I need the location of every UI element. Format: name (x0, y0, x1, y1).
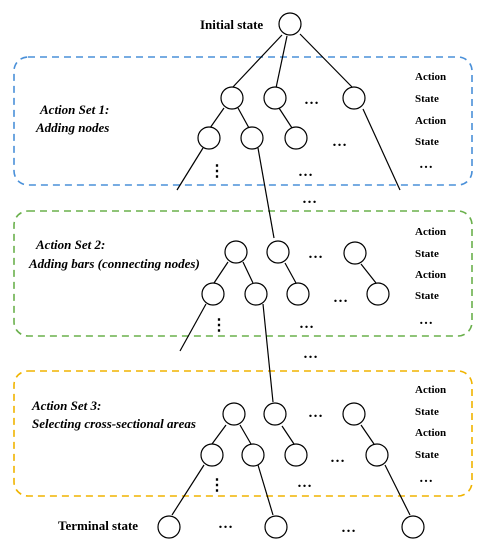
side-label-action: Action (415, 115, 446, 127)
ellipsis: … (341, 520, 356, 536)
ellipsis: … (302, 191, 317, 207)
tree-node (365, 443, 389, 467)
terminal-state-label: Terminal state (58, 518, 138, 533)
action-set-1-title: Action Set 1: (39, 102, 109, 117)
tree-node (244, 282, 268, 306)
side-label-state: State (415, 248, 439, 260)
side-label-ellipsis: … (419, 471, 433, 486)
ellipsis: … (297, 475, 312, 491)
ellipsis: … (218, 516, 233, 532)
vdots: ⋮ (211, 317, 227, 334)
action-set-1-subtitle: Adding nodes (35, 120, 109, 135)
side-label-state: State (415, 406, 439, 418)
side-label-state: State (415, 290, 439, 302)
tree-node (342, 86, 366, 110)
ellipsis: … (299, 316, 314, 332)
ellipsis: … (332, 134, 347, 150)
tree-node (263, 86, 287, 110)
side-label-action: Action (415, 427, 446, 439)
tree-node (284, 126, 308, 150)
side-label-ellipsis: … (419, 313, 433, 328)
tree-node (241, 443, 265, 467)
ellipsis: … (308, 246, 323, 262)
ellipsis: … (308, 405, 323, 421)
action-set-2-subtitle: Adding bars (connecting nodes) (28, 256, 200, 271)
side-label-action: Action (415, 384, 446, 396)
tree-edges (171, 33, 411, 516)
terminal-node (157, 515, 181, 539)
initial-state-label: Initial state (200, 17, 263, 32)
tree-node (197, 126, 221, 150)
side-label-action: Action (415, 226, 446, 238)
side-label-state: State (415, 449, 439, 461)
action-set-3-subtitle: Selecting cross-sectional areas (32, 416, 196, 431)
tree-node (342, 402, 366, 426)
terminal-node (264, 515, 288, 539)
tree-node (266, 240, 290, 264)
ellipsis: … (298, 164, 313, 180)
tree-node (343, 241, 367, 265)
tree-node (201, 282, 225, 306)
tree-node (224, 240, 248, 264)
vdots: ⋮ (209, 163, 225, 180)
tree-node (263, 402, 287, 426)
tree-node (286, 282, 310, 306)
tree-node (222, 402, 246, 426)
ellipses: … … … ⋮ … … … … ⋮ … … … … ⋮ … … (209, 92, 356, 536)
action-set-2-title: Action Set 2: (35, 237, 105, 252)
side-label-action: Action (415, 269, 446, 281)
vdots: ⋮ (209, 477, 225, 494)
side-label-state: State (415, 93, 439, 105)
tree-node (220, 86, 244, 110)
ellipsis: … (330, 450, 345, 466)
tree-nodes (157, 12, 425, 539)
tree-node (240, 126, 264, 150)
ellipsis: … (333, 290, 348, 306)
root-node (278, 12, 302, 36)
tree-node (284, 443, 308, 467)
side-label-action: Action (415, 71, 446, 83)
terminal-node (401, 515, 425, 539)
tree-node (366, 282, 390, 306)
tree-node (200, 443, 224, 467)
action-set-3-title: Action Set 3: (31, 398, 101, 413)
ellipsis: … (303, 346, 318, 362)
action-set-3-box (13, 370, 473, 497)
side-label-ellipsis: … (419, 157, 433, 172)
action-set-2-box (13, 210, 473, 337)
side-label-state: State (415, 136, 439, 148)
ellipsis: … (304, 92, 319, 108)
